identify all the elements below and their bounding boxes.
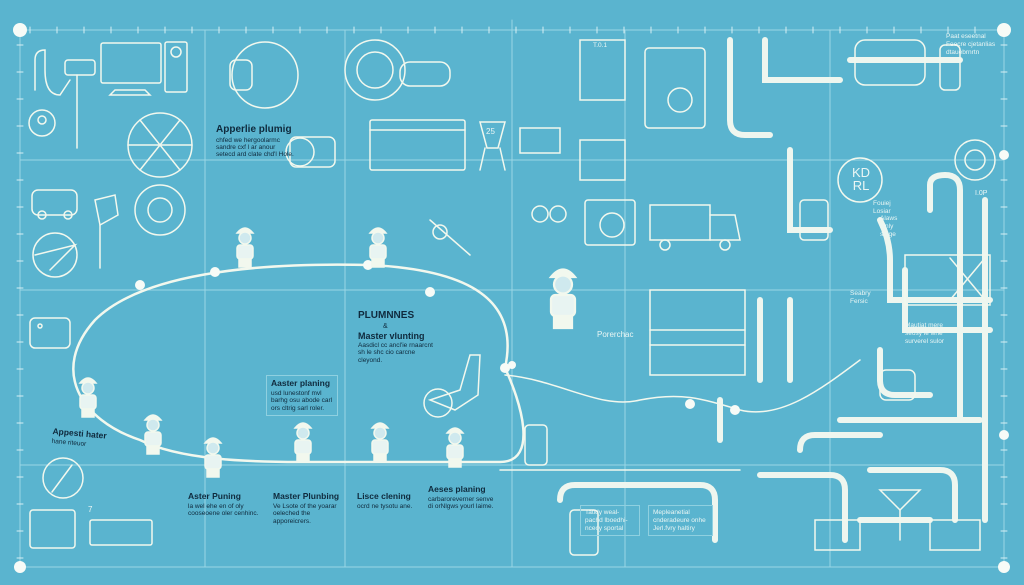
step-body: usd lunestonf mvl barhg osu abode carl o…: [271, 389, 333, 412]
note-d: Mautiat mere seosy le wne surverel sulor: [905, 322, 945, 345]
worker-icon: [368, 227, 388, 268]
loop-label: I.0P: [975, 190, 988, 197]
worker-icon: [235, 227, 255, 268]
step-heading: Aaster planing: [271, 378, 331, 388]
worker-icon: [370, 422, 390, 463]
step-body: la wel ehe en of oly cooseoene oler cenh…: [188, 502, 259, 518]
step-heading: Master Plunbing: [273, 491, 340, 501]
step-block-2: PLUMNNES & Master vlunting Aasdicl cc an…: [358, 310, 438, 364]
number-label: 7: [88, 505, 93, 514]
top-right-note: Paat eseetnal Feecre cjetanlias dtauebrn…: [946, 33, 996, 56]
porerchac-label: Porerchac: [597, 330, 634, 339]
pipework-right: [557, 37, 993, 543]
worker-icon: [445, 427, 465, 468]
step-body: chfed we hergoolarmc sandre cxf l ar ano…: [216, 136, 294, 159]
step-body: ocrd ne tysotu ane.: [357, 502, 413, 510]
step-heading-2: Master vlunting: [358, 330, 425, 341]
loop-nodes: [135, 260, 740, 415]
step-body: Ve Lsote of the yoarar oeleched the appo…: [273, 502, 337, 525]
step-sub: &: [383, 322, 388, 330]
step-block-6: Master Plunbing Ve Lsote of the yoarar o…: [273, 491, 345, 525]
step-block-8: Aeses planing carbaroreverner senve di o…: [428, 484, 498, 511]
kdrl-label: KD RL: [851, 165, 871, 193]
fittings-right: [524, 39, 996, 556]
worker-icon: [548, 268, 578, 330]
note-b: Alaws lenly stoge: [880, 215, 898, 238]
bottom-note-1: Tatidy weal-pachd lboedhi-ncecy sportal: [580, 505, 640, 537]
step-heading: Aeses planing: [428, 484, 486, 494]
note-c: Seabry Fersic: [850, 290, 871, 305]
step-block-3: Aaster planing usd lunestonf mvl barhg o…: [266, 375, 338, 417]
worker-icon: [143, 414, 163, 455]
meter-label: 25: [486, 127, 495, 136]
worker-icon: [78, 377, 98, 418]
step-heading: Apperlie plumig: [216, 124, 292, 135]
step-body: carbaroreverner senve di orNlgws yourl l…: [428, 495, 494, 511]
blueprint-grid: [19, 19, 1005, 568]
step-heading: PLUMNNES: [358, 310, 415, 321]
ruler-ticks: [16, 26, 1008, 559]
step-heading: Lisce clening: [357, 491, 411, 501]
step-block-7: Lisce clening ocrd ne tysotu ane.: [357, 491, 417, 510]
worker-figures: [78, 227, 578, 478]
worker-icon: [203, 437, 223, 478]
corner-dots: [13, 23, 1011, 573]
equipment-icons-top-left: [28, 41, 193, 549]
step-block-1: Apperlie plumig chfed we hergoolarmc san…: [216, 124, 296, 159]
note-a: Fouiej Losiar: [873, 200, 891, 215]
step-heading: Aster Puning: [188, 491, 241, 501]
bottom-note-2: Mepleanetial cnderadeure onhe Jerl.fvry …: [648, 505, 713, 537]
tag-label: T.0.1: [593, 42, 608, 49]
worker-icon: [293, 422, 313, 463]
step-block-5: Aster Puning la wel ehe en of oly cooseo…: [188, 491, 260, 518]
process-loop-path: [72, 263, 861, 471]
step-body: Aasdicl cc ancl'ie rnaarcnt sh le shc ci…: [358, 341, 433, 364]
equipment-icons-top-middle: [229, 39, 746, 418]
